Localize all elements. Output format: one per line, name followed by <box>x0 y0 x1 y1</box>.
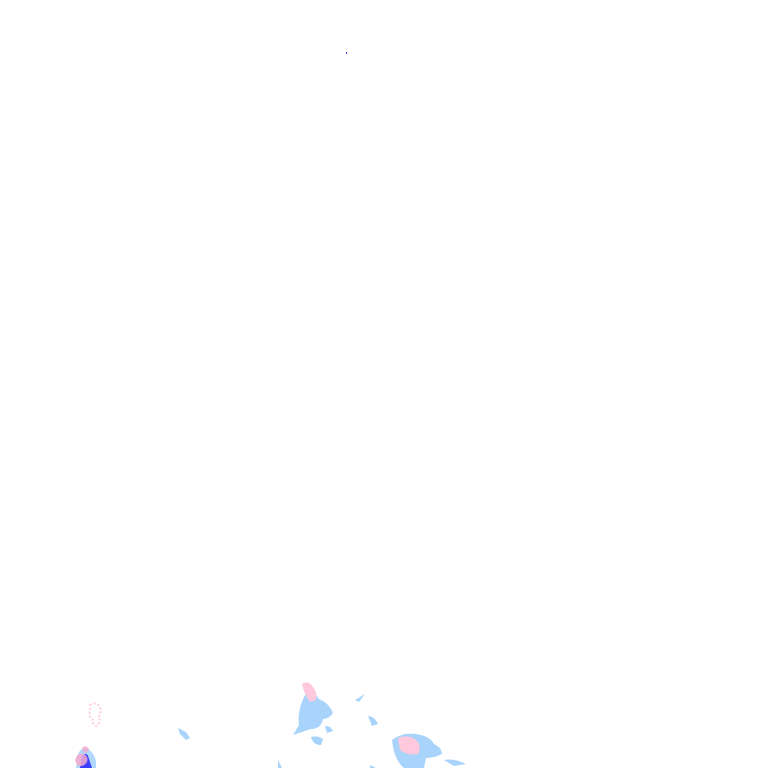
precip-blob-pink <box>82 746 89 753</box>
precip-blob-pink <box>75 753 88 766</box>
precip-blob-blue <box>370 765 376 768</box>
precip-ring-pink <box>88 702 102 728</box>
precip-blob-blue <box>293 692 333 735</box>
precip-speck <box>346 52 347 54</box>
precip-cell-east <box>370 733 466 768</box>
precip-cell-central <box>178 682 378 768</box>
precip-blob-blue <box>178 728 190 740</box>
precip-blob-blue <box>325 726 333 733</box>
precip-cell-west <box>75 702 102 768</box>
precip-blob-blue <box>278 760 282 768</box>
precip-blob-blue <box>311 736 323 745</box>
precip-blob-blue <box>355 694 365 702</box>
precip-blob-blue <box>368 716 378 726</box>
precip-blob-pink <box>302 682 317 702</box>
precip-cell-top <box>346 52 347 54</box>
precip-blob-blue <box>444 759 466 766</box>
precip-blob-pink <box>398 736 420 755</box>
